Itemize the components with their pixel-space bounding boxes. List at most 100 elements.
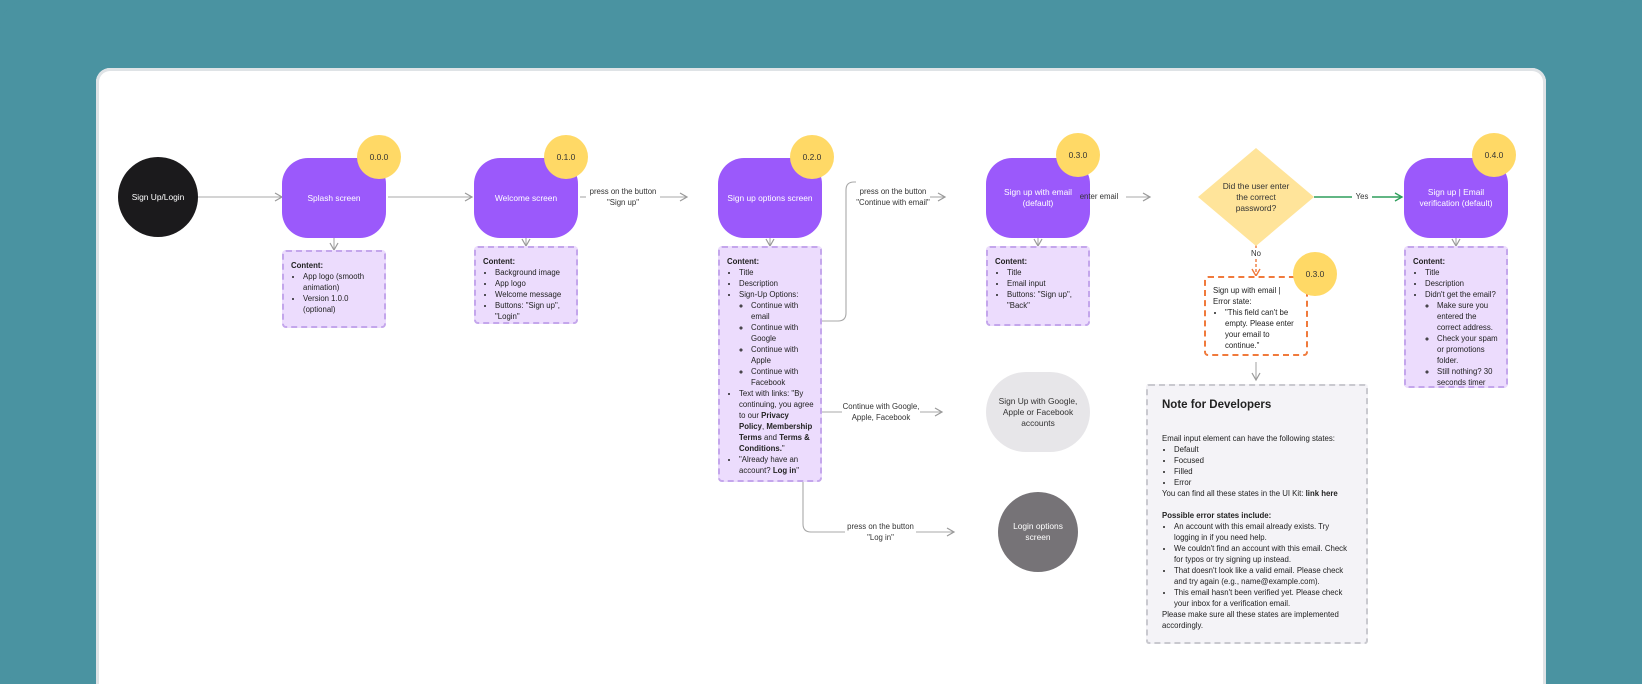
signup-email-badge: 0.3.0 (1056, 133, 1100, 177)
terms-comma: , (761, 422, 765, 431)
signup-options-badge: 0.2.0 (790, 135, 834, 179)
social-label: Sign Up with Google, Apple or Facebook a… (998, 395, 1078, 428)
note-footer: Please make sure all these states are im… (1162, 610, 1339, 630)
label-no: No (1251, 249, 1261, 258)
label-login-line1: press on the button (847, 522, 914, 531)
login-options-node[interactable]: Login options screen (998, 492, 1078, 572)
list-item: Sign-Up Options: Continue with email Con… (739, 289, 814, 388)
label-email-line1: press on the button (859, 187, 927, 196)
list-item: Version 1.0.0 (optional) (303, 293, 378, 315)
splash-label: Splash screen (307, 192, 361, 203)
content-heading: Content: (483, 257, 516, 266)
start-node[interactable]: Sign Up/Login (118, 157, 198, 237)
terms-quote: " (781, 444, 785, 453)
label-social-line1: Continue with Google, (842, 402, 920, 411)
list-item: Continue with Facebook (751, 366, 814, 388)
list-item: Buttons: "Sign up", "Login" (495, 300, 570, 322)
content-heading: Content: (291, 261, 324, 270)
label-login-line2: "Log in" (867, 533, 894, 542)
errors-heading: Possible error states include: (1162, 511, 1272, 520)
error-state-box: Sign up with email | Error state: "This … (1204, 276, 1308, 356)
list-item: Buttons: "Sign up", "Back" (1007, 289, 1082, 311)
label-signup-button: press on the button "Sign up" (586, 186, 660, 208)
welcome-badge: 0.1.0 (544, 135, 588, 179)
options-label: Sign-Up Options: (739, 290, 799, 299)
label-yes: Yes (1355, 192, 1369, 201)
list-item: We couldn't find an account with this em… (1174, 543, 1352, 565)
list-item: Title (739, 267, 814, 278)
list-item: App logo (smooth animation) (303, 271, 378, 293)
list-item: Still nothing? 30 seconds timer (1437, 366, 1500, 388)
label-signup-line1: press on the button (589, 187, 657, 196)
label-social: Continue with Google, Apple, Facebook (842, 401, 920, 423)
login-options-label: Login options screen (1013, 521, 1063, 542)
list-item: This email hasn't been verified yet. Ple… (1174, 587, 1352, 609)
edge-continue-email (744, 181, 856, 322)
list-item: Filled (1174, 466, 1352, 477)
list-item: Error (1174, 477, 1352, 488)
list-item: Email input (1007, 278, 1082, 289)
list-item: Continue with Google (751, 322, 814, 344)
label-email-line2: "Continue with email" (856, 198, 930, 207)
error-title: Sign up with email | Error state: (1213, 286, 1281, 306)
list-item: Title (1425, 267, 1500, 278)
list-item: Background image (495, 267, 570, 278)
privacy-link[interactable]: Privacy Policy (739, 411, 789, 431)
terms-and: and (764, 433, 778, 442)
verification-node[interactable]: Sign up | Email verification (default) (1404, 158, 1508, 238)
error-message: "This field can't be empty. Please enter… (1225, 307, 1299, 351)
note-heading: Note for Developers (1162, 399, 1272, 411)
content-heading: Content: (1413, 257, 1446, 266)
content-heading: Content: (727, 257, 760, 266)
membership-link[interactable]: Membership Terms (739, 422, 813, 442)
signup-options-content: Content: Title Description Sign-Up Optio… (718, 246, 822, 482)
signup-email-label: Sign up with email (default) (1004, 187, 1072, 208)
welcome-label: Welcome screen (494, 192, 558, 203)
list-item: Welcome message (495, 289, 570, 300)
verification-content: Content: Title Description Didn't get th… (1404, 246, 1508, 388)
note-intro: Email input element can have the followi… (1162, 434, 1335, 443)
uikit-text: You can find all these states in the UI … (1162, 489, 1304, 498)
list-item: Make sure you entered the correct addres… (1437, 300, 1500, 333)
list-item: Text with links: "By continuing, you agr… (739, 388, 814, 454)
splash-content: Content: App logo (smooth animation) Ver… (282, 250, 386, 328)
start-label: Sign Up/Login (131, 191, 185, 202)
list-item: Check your spam or promotions folder. (1437, 333, 1500, 366)
list-item: Default (1174, 444, 1352, 455)
verification-question: Didn't get the email? (1425, 290, 1496, 299)
login-link[interactable]: Log in (772, 466, 797, 475)
list-item: Focused (1174, 455, 1352, 466)
signup-email-content: Content: Title Email input Buttons: "Sig… (986, 246, 1090, 326)
account-end: " (796, 466, 799, 475)
verification-badge: 0.4.0 (1472, 133, 1516, 177)
label-email-button: press on the button "Continue with email… (853, 186, 933, 208)
list-item: Continue with email (751, 300, 814, 322)
label-signup-line2: "Sign up" (607, 198, 639, 207)
list-item: App logo (495, 278, 570, 289)
decision-diamond (1198, 148, 1314, 246)
verification-label: Sign up | Email verification (default) (1419, 187, 1493, 208)
terms-prefix: Text with links: "By continuing, you agr… (739, 389, 814, 420)
label-login-button: press on the button "Log in" (845, 521, 916, 543)
welcome-content: Content: Background image App logo Welco… (474, 246, 578, 324)
list-item: Title (1007, 267, 1082, 278)
social-node[interactable]: Sign Up with Google, Apple or Facebook a… (986, 372, 1090, 452)
list-item: Continue with Apple (751, 344, 814, 366)
flow-canvas: Sign Up/Login Splash screen 0.0.0 Welcom… (96, 68, 1546, 684)
terms-link[interactable]: Terms & Conditions. (739, 433, 810, 453)
decision-label: Did the user enter the correct password? (1222, 180, 1290, 213)
splash-badge: 0.0.0 (357, 135, 401, 179)
list-item: "Already have an account? Log in" (739, 454, 814, 476)
list-item: Didn't get the email? Make sure you ente… (1425, 289, 1500, 388)
error-badge: 0.3.0 (1293, 252, 1337, 296)
decision-node[interactable]: Did the user enter the correct password? (1216, 170, 1296, 224)
list-item: Description (1425, 278, 1500, 289)
list-item: Description (739, 278, 814, 289)
list-item: That doesn't look like a valid email. Pl… (1174, 565, 1352, 587)
uikit-link[interactable]: link here (1305, 489, 1338, 498)
list-item: An account with this email already exist… (1174, 521, 1352, 543)
label-social-line2: Apple, Facebook (851, 413, 911, 422)
account-prefix: "Already have an account? (739, 455, 799, 475)
label-enter-email: enter email (1079, 192, 1119, 201)
